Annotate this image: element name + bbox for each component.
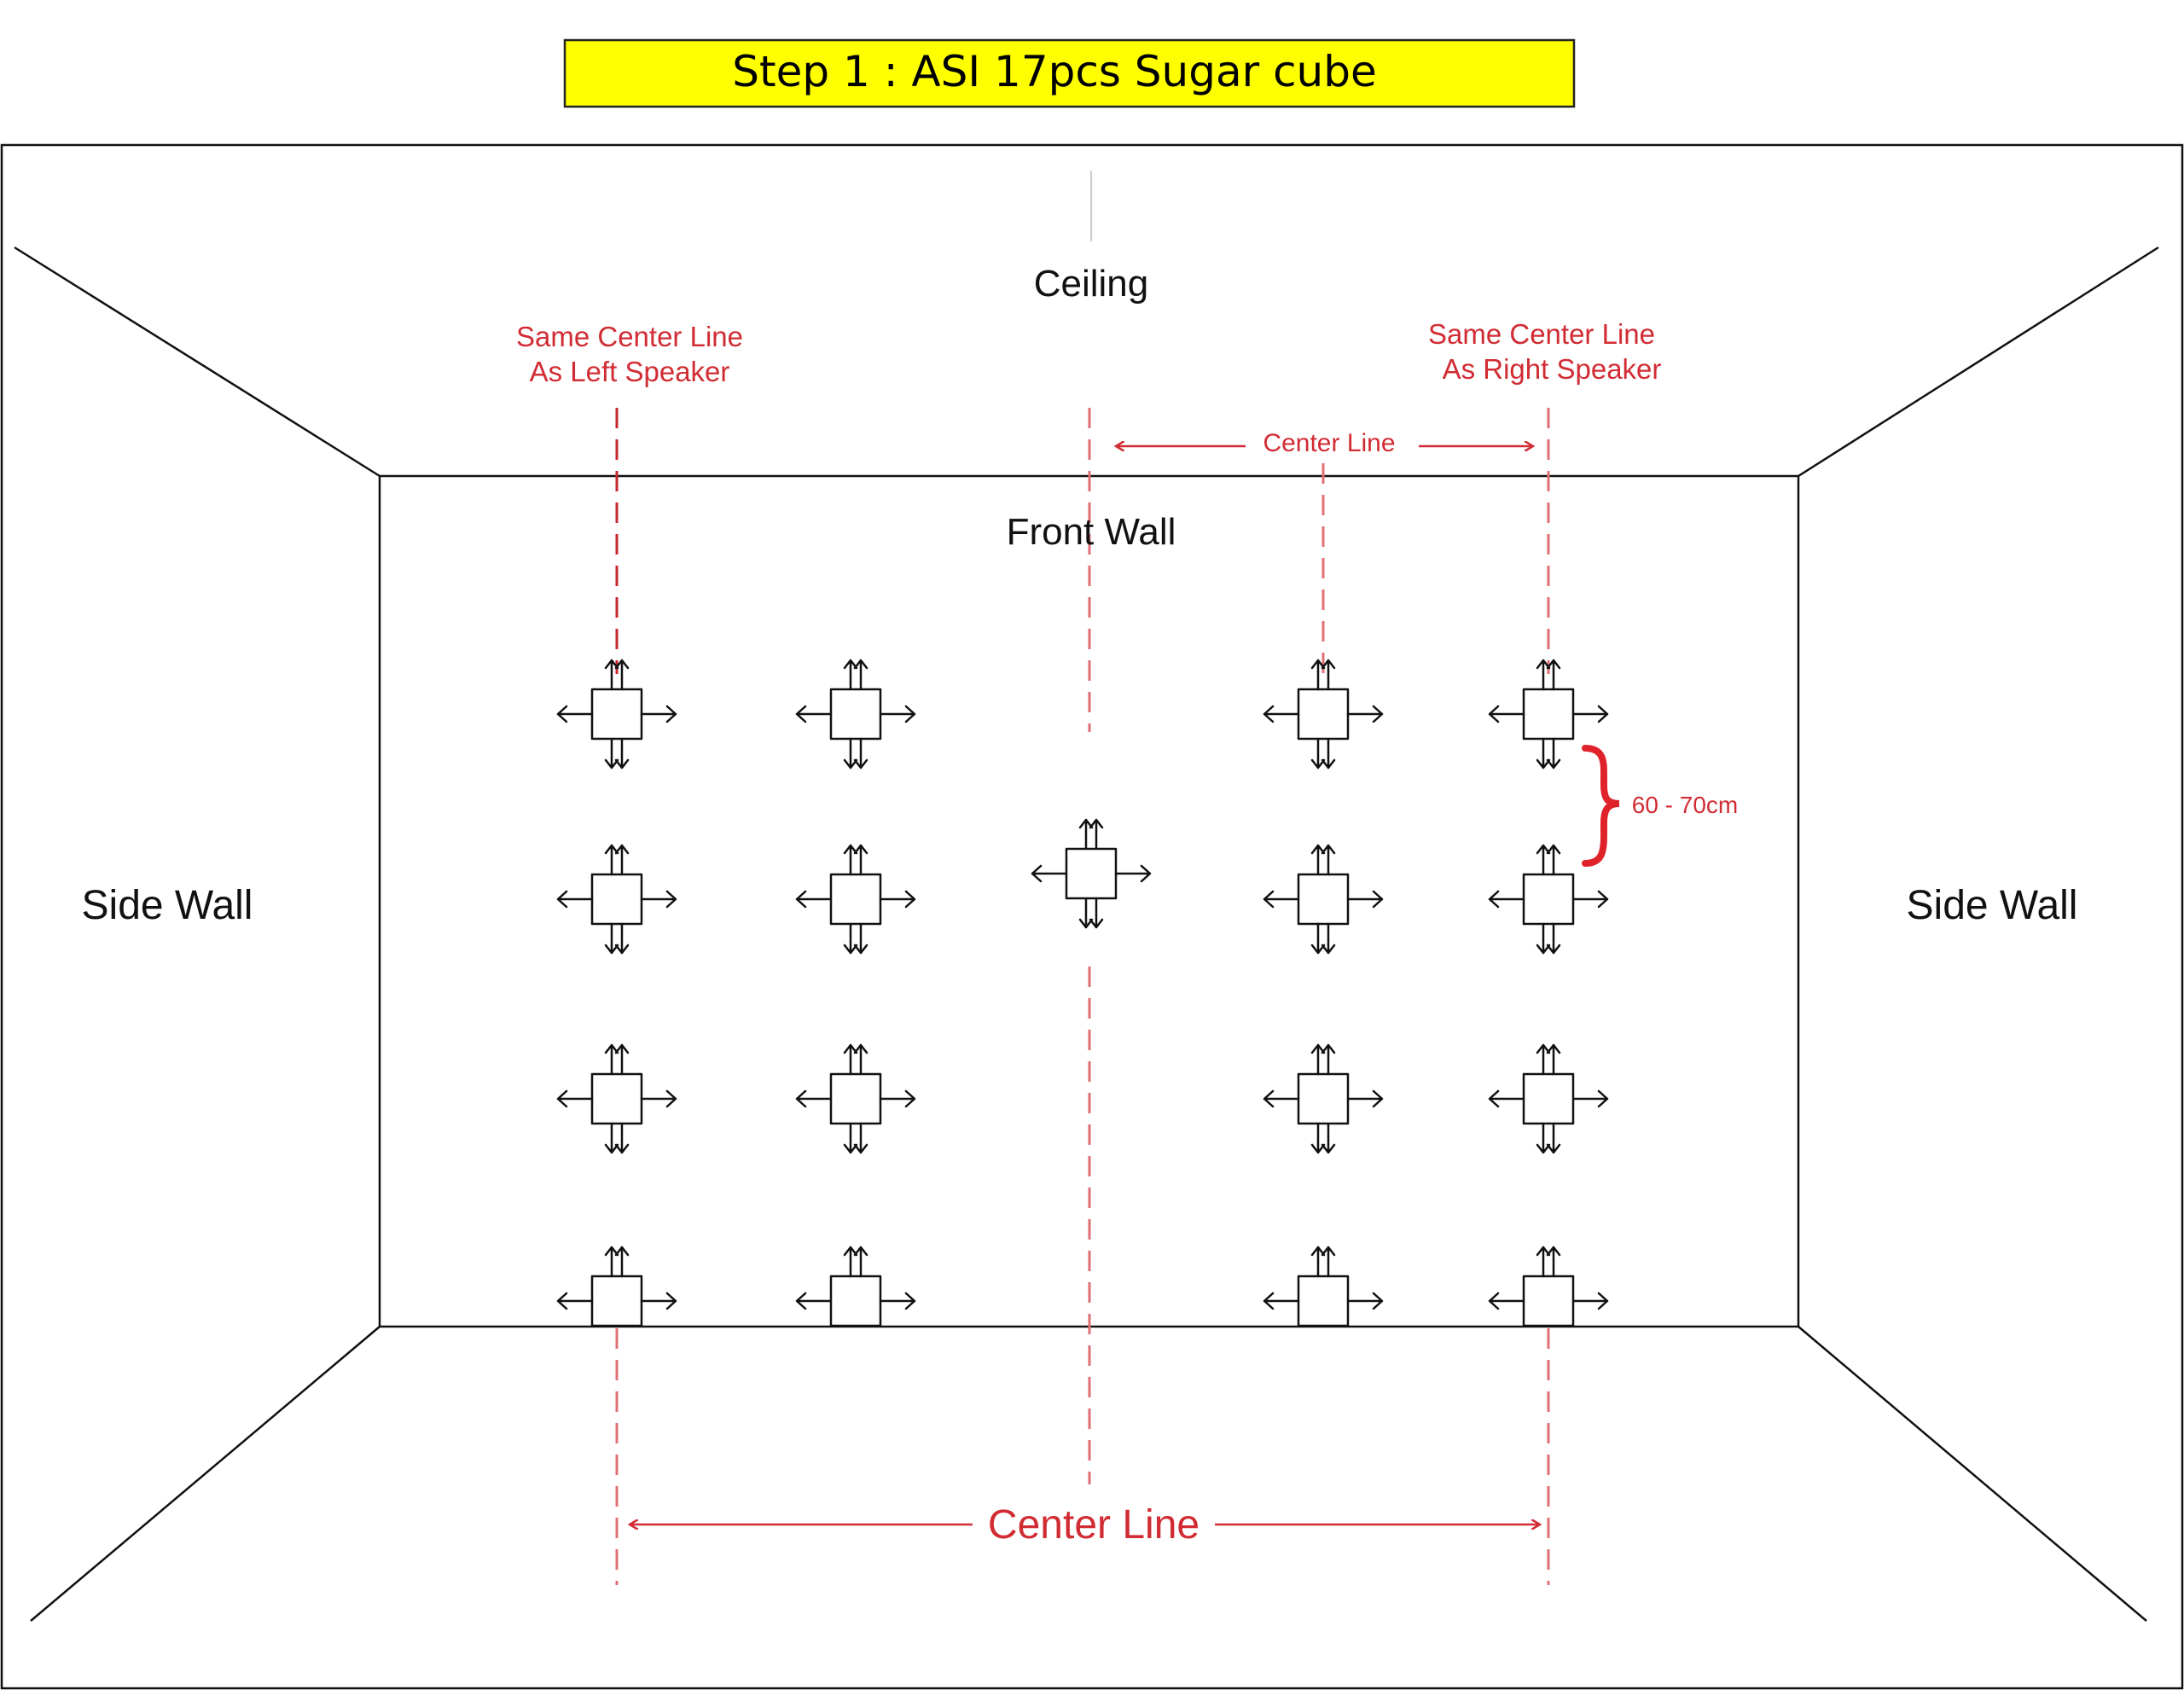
dashed-center-lines (615, 408, 1550, 1585)
cube-square-icon (829, 688, 882, 740)
dimension-arrows (630, 446, 1540, 1524)
diffusion-arrows-icon (1263, 1043, 1384, 1154)
cube-square-icon (590, 688, 643, 740)
diffusion-arrows-icon (556, 1043, 677, 1154)
sugar-cube-14 (795, 1246, 916, 1327)
floor-edge-left (30, 1326, 380, 1622)
side-wall-left-label: Side Wall (82, 883, 253, 928)
text-labels: Ceiling Front Wall Side Wall Side Wall S… (82, 263, 2078, 1548)
sugar-cube-6 (795, 844, 916, 955)
diffusion-arrows-icon (795, 844, 916, 955)
side-wall-right-label: Side Wall (1907, 883, 2078, 928)
cube-square-icon (590, 1072, 643, 1125)
right-speaker-note-line2: As Right Speaker (1443, 353, 1662, 385)
diffusion-arrows-icon (1488, 844, 1609, 955)
center-line-top-label: Center Line (1263, 429, 1395, 457)
sugar-cube-7 (1263, 844, 1384, 955)
cube-square-icon (1297, 688, 1350, 740)
diffusion-arrows-icon (556, 844, 677, 955)
diffusion-arrows-icon (795, 659, 916, 770)
diffusion-arrows-icon (795, 1246, 916, 1310)
ceiling-edge-right (1798, 246, 2159, 478)
spacing-brace (1582, 745, 1620, 867)
cube-square-icon (1522, 1275, 1575, 1327)
cube-square-icon (1522, 873, 1575, 926)
sugar-cube-1 (556, 659, 677, 770)
left-speaker-note-line2: As Left Speaker (530, 356, 730, 387)
diffusion-arrows-icon (795, 1043, 916, 1154)
spacing-label: 60 - 70cm (1632, 792, 1739, 818)
sugar-cube-13 (556, 1246, 677, 1327)
diffusion-arrows-icon (1263, 659, 1384, 770)
cube-square-icon (829, 1072, 882, 1125)
sugar-cube-10 (795, 1043, 916, 1154)
diffusion-arrows-icon (556, 1246, 677, 1310)
ceiling-edge-left (14, 246, 380, 478)
sugar-cube-17 (1031, 818, 1152, 929)
sugar-cube-3 (1263, 659, 1384, 770)
title-banner: Step 1 : ASI 17pcs Sugar cube (563, 38, 1576, 108)
left-speaker-note-line1: Same Center Line (516, 321, 743, 352)
cube-square-icon (1065, 847, 1118, 900)
ceiling-label: Ceiling (1034, 263, 1149, 305)
diffusion-arrows-icon (1263, 844, 1384, 955)
diffusion-arrows-icon (1263, 1246, 1384, 1310)
diffusion-arrows-icon (556, 659, 677, 770)
front-wall-label: Front Wall (1007, 511, 1176, 553)
right-speaker-note-line1: Same Center Line (1428, 318, 1655, 350)
diffusion-arrows-icon (1488, 659, 1609, 770)
diffusion-arrows-icon (1488, 1043, 1609, 1154)
cube-square-icon (590, 873, 643, 926)
sugar-cube-11 (1263, 1043, 1384, 1154)
sugar-cube-16 (1488, 1246, 1609, 1327)
sugar-cube-12 (1488, 1043, 1609, 1154)
center-line-bottom-label: Center Line (988, 1502, 1199, 1548)
sugar-cube-4 (1488, 659, 1609, 770)
sugar-cube-8 (1488, 844, 1609, 955)
diffusion-arrows-icon (1031, 818, 1152, 929)
cube-square-icon (1522, 1072, 1575, 1125)
sugar-cube-9 (556, 1043, 677, 1154)
cube-square-icon (1297, 1275, 1350, 1327)
cube-square-icon (590, 1275, 643, 1327)
sugar-cube-5 (556, 844, 677, 955)
floor-edge-right (1798, 1326, 2147, 1622)
cube-square-icon (1297, 873, 1350, 926)
diffusion-arrows-icon (1488, 1246, 1609, 1310)
sugar-cube-2 (795, 659, 916, 770)
sugar-cubes (556, 659, 1609, 1327)
cube-square-icon (1297, 1072, 1350, 1125)
title-text: Step 1 : ASI 17pcs Sugar cube (732, 47, 1377, 96)
cube-square-icon (829, 873, 882, 926)
cube-square-icon (1522, 688, 1575, 740)
sugar-cube-15 (1263, 1246, 1384, 1327)
room-outline (0, 143, 2184, 1690)
title-background (563, 38, 1576, 108)
cube-square-icon (829, 1275, 882, 1327)
outer-frame (0, 143, 2184, 1690)
